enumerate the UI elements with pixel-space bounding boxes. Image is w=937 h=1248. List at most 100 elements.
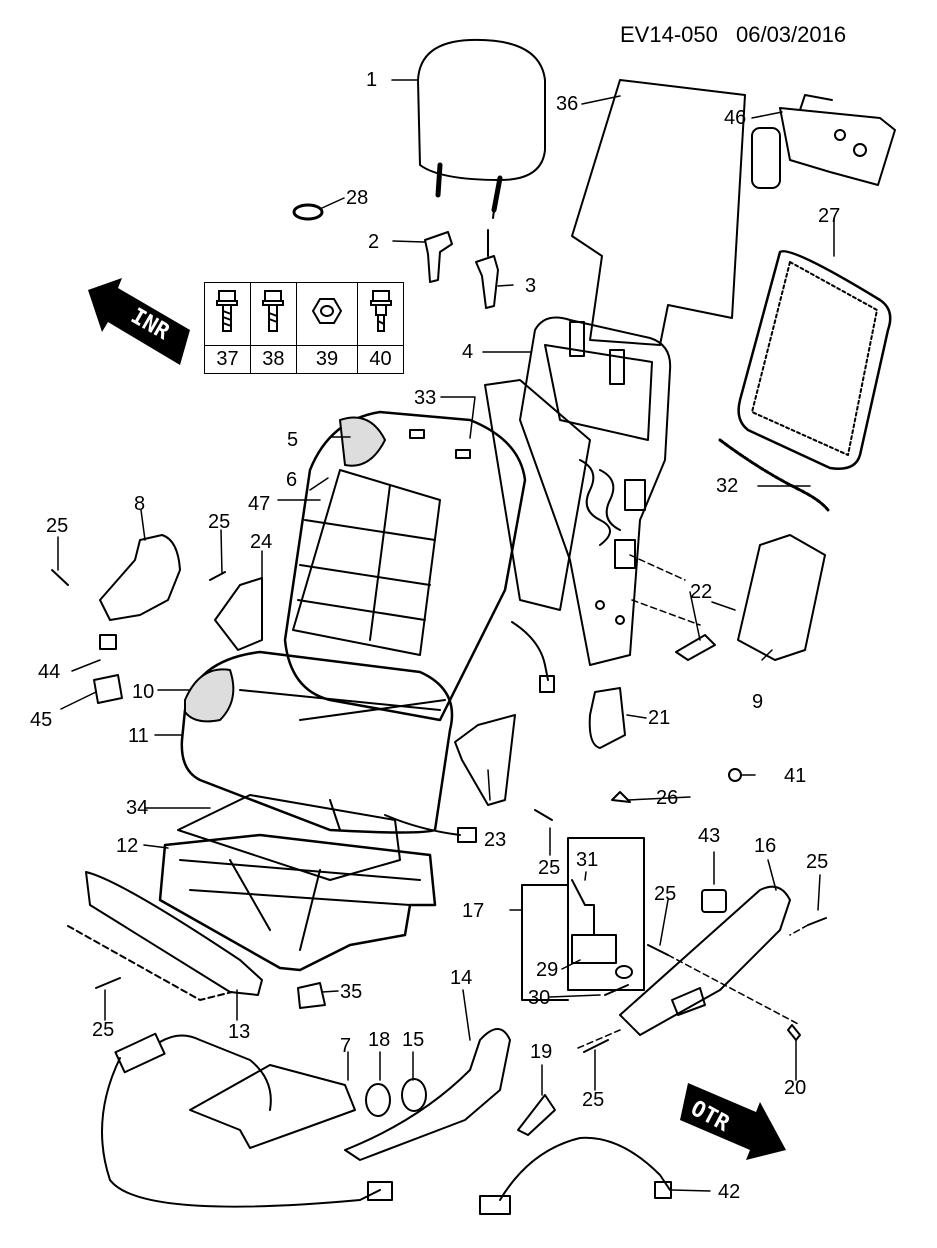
callout-25-e: 25 — [654, 883, 677, 905]
bolt-flanged-icon — [204, 282, 251, 346]
callout-22: 22 — [690, 581, 713, 603]
bracket-24-part — [214, 577, 263, 651]
callout-27: 27 — [818, 205, 841, 227]
outer-side-cover-part — [619, 885, 791, 1036]
fastener-number-39: 39 — [295, 345, 359, 374]
callout-45: 45 — [30, 709, 53, 731]
otr-direction-arrow — [680, 1083, 786, 1160]
seat-cushion-part — [180, 650, 454, 834]
callout-11: 11 — [128, 725, 149, 747]
callout-18: 18 — [368, 1029, 391, 1051]
callout-43: 43 — [698, 825, 721, 847]
callout-7: 7 — [340, 1035, 352, 1057]
lumbar-module-part — [751, 94, 896, 189]
callout-1: 1 — [366, 69, 378, 91]
callout-47: 47 — [248, 493, 271, 515]
seat-back-cushion-part — [283, 410, 527, 722]
screw-part — [51, 569, 827, 1053]
inr-direction-arrow — [88, 278, 190, 365]
callout-34: 34 — [126, 797, 149, 819]
callout-2: 2 — [368, 231, 380, 253]
headrest-part — [417, 38, 546, 219]
recliner-motor-part — [588, 687, 626, 749]
callout-19: 19 — [530, 1041, 553, 1063]
callout-5: 5 — [287, 429, 299, 451]
callout-10: 10 — [132, 681, 155, 703]
headrest-guide-right — [475, 255, 499, 309]
back-panel-part — [571, 79, 746, 346]
fastener-number-40: 40 — [357, 345, 404, 374]
seat-frame-part — [158, 833, 437, 972]
rear-cover-part — [737, 249, 892, 470]
retainer-44-part — [99, 634, 117, 650]
callout-31: 31 — [576, 849, 599, 871]
wire-part — [718, 438, 830, 512]
callout-16: 16 — [754, 835, 777, 857]
grommet-41-part — [728, 768, 742, 782]
callout-6: 6 — [286, 469, 298, 491]
callout-29: 29 — [536, 959, 559, 981]
callout-12: 12 — [116, 835, 139, 857]
callout-3: 3 — [525, 275, 537, 297]
callout-28: 28 — [346, 187, 369, 209]
callout-30: 30 — [528, 987, 551, 1009]
callout-23: 23 — [484, 829, 507, 851]
clip-35-part — [297, 982, 326, 1009]
callout-8: 8 — [134, 493, 146, 515]
page-header: EV14-050 06/03/2016 — [620, 22, 846, 48]
callout-24: 24 — [250, 531, 273, 553]
bolt-washer-icon — [249, 282, 297, 346]
clip-26-part — [611, 791, 631, 803]
callout-25-c: 25 — [538, 857, 561, 879]
callout-20: 20 — [784, 1077, 807, 1099]
bracket-23-part — [454, 714, 516, 806]
knob-18-part — [365, 1083, 391, 1117]
callout-17: 17 — [462, 900, 485, 922]
hex-nut-icon — [295, 282, 359, 346]
callout-41: 41 — [784, 765, 807, 787]
lever-part — [517, 1094, 556, 1136]
bolt-shoulder-icon — [357, 282, 404, 346]
knob-15-part — [401, 1078, 427, 1112]
callout-32: 32 — [716, 475, 739, 497]
harness-part — [499, 1136, 671, 1201]
callout-25-a: 25 — [46, 515, 69, 537]
callout-35: 35 — [340, 981, 363, 1003]
seat-pad-part — [177, 794, 401, 881]
side-shield-part — [344, 1028, 511, 1161]
diagram-date: 06/03/2016 — [735, 22, 847, 47]
callout-25-d: 25 — [806, 851, 829, 873]
heater-pad-part — [484, 379, 591, 611]
bracket-45-part — [93, 674, 123, 704]
clip-20-part — [787, 1024, 801, 1041]
switch-knob-part — [701, 889, 727, 913]
bracket-8-part — [99, 534, 181, 621]
callout-15: 15 — [402, 1029, 425, 1051]
callout-44: 44 — [38, 661, 61, 683]
seat-sensor-mat-part — [101, 1032, 393, 1208]
callout-4: 4 — [462, 341, 474, 363]
side-trim-part — [85, 871, 263, 996]
headrest-guide-left — [424, 231, 453, 283]
armrest-part — [737, 534, 826, 661]
callout-25-b: 25 — [208, 511, 231, 533]
fastener-number-38: 38 — [249, 345, 297, 374]
fastener-number-37: 37 — [204, 345, 251, 374]
seat-back-frame-part — [519, 316, 672, 666]
callout-14: 14 — [450, 967, 473, 989]
callout-36: 36 — [556, 93, 579, 115]
clip-ring-part — [292, 203, 324, 221]
callout-42: 42 — [718, 1181, 741, 1203]
callout-9: 9 — [752, 691, 764, 713]
callout-33: 33 — [414, 387, 437, 409]
diagram-code: EV14-050 — [620, 22, 718, 47]
callout-21: 21 — [648, 707, 671, 729]
callout-26: 26 — [656, 787, 679, 809]
handle-part — [675, 634, 716, 661]
callout-13: 13 — [228, 1021, 251, 1043]
callout-25-f: 25 — [92, 1019, 115, 1041]
callout-25-g: 25 — [582, 1089, 605, 1111]
callout-46: 46 — [724, 107, 747, 129]
fastener-table: 37 38 39 40 — [204, 282, 404, 374]
